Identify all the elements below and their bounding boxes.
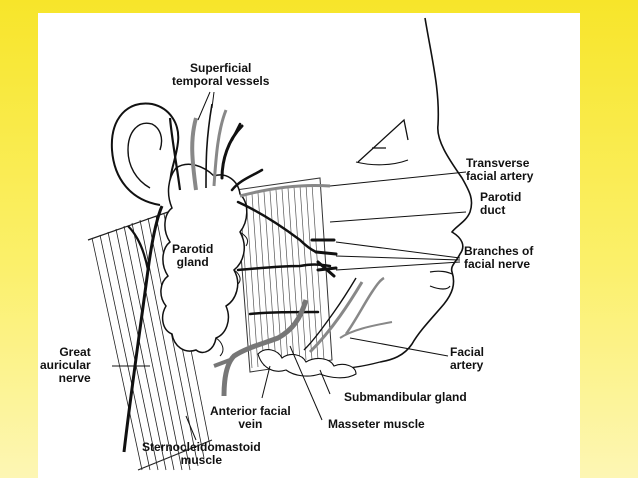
label-parotid-gland: Parotid gland	[172, 242, 214, 269]
label-masseter-muscle: Masseter muscle	[328, 417, 425, 431]
label-submandibular-gland: Submandibular gland	[344, 390, 467, 404]
ear-outline	[110, 102, 180, 206]
label-anterior-facial-vein: Anterior facial vein	[210, 404, 291, 431]
face-profile-outline	[379, 17, 473, 363]
great-auricular-nerve	[122, 205, 164, 453]
submandibular-gland	[257, 349, 357, 379]
label-facial-artery: Facial artery	[450, 345, 485, 372]
mouth-outline	[429, 270, 453, 290]
label-parotid-duct: Parotid duct	[480, 190, 522, 217]
label-great-auricular-nerve: Great auricular nerve	[40, 345, 91, 385]
facial-artery-vessel	[303, 276, 393, 354]
superficial-temporal-vessels	[168, 103, 228, 191]
label-transverse-facial-artery: Transverse facial artery	[466, 156, 534, 183]
transverse-facial-artery	[239, 184, 331, 198]
label-superficial-temporal-vessels: Superficial temporal vessels	[172, 61, 270, 88]
label-sternocleidomastoid-muscle: Sternocleidomastoid muscle	[142, 440, 261, 467]
facial-nerve-branches	[220, 122, 338, 316]
label-leader-lines	[112, 91, 467, 441]
label-branches-of-facial-nerve: Branches of facial nerve	[464, 244, 534, 271]
eye-outline	[357, 118, 409, 163]
anterior-facial-vein	[221, 299, 309, 397]
masseter-muscle	[235, 177, 333, 373]
